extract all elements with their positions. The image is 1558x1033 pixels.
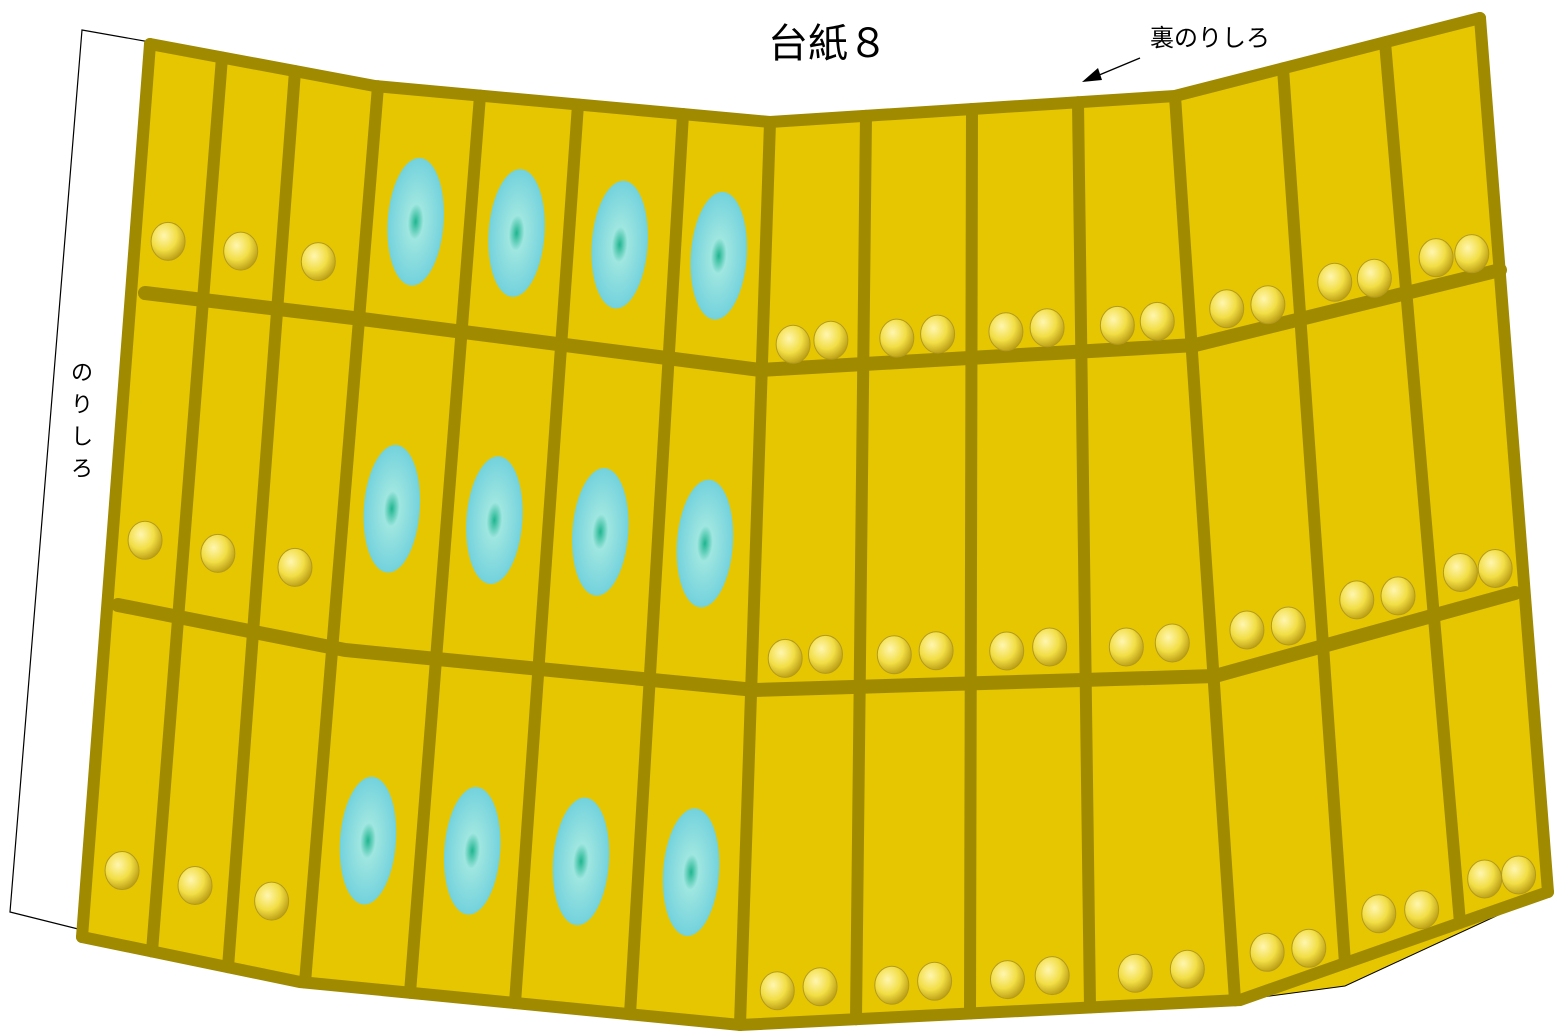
cyan-oval-seed-icon (443, 786, 501, 915)
yellow-bead-icon (802, 967, 838, 1007)
yellow-bead-icon (1418, 238, 1454, 278)
yellow-bead-icon (1291, 928, 1327, 968)
yellow-bead-icon (876, 635, 912, 675)
divider-lines (76, 12, 1554, 1032)
yellow-bead-icon (1361, 894, 1397, 934)
yellow-bead-icon (767, 638, 803, 678)
yellow-bead-icon (1169, 949, 1205, 989)
yellow-bead-icon (813, 320, 849, 360)
row-divider (76, 886, 1554, 1032)
yellow-bead-icon (1099, 305, 1135, 345)
yellow-bead-icon (759, 971, 795, 1011)
yellow-bead-icon (989, 631, 1025, 671)
row-divider (144, 12, 1486, 129)
yellow-bead-icon (879, 318, 915, 358)
yellow-bead-icon (989, 960, 1025, 1000)
yellow-bead-icon (223, 231, 259, 271)
row-divider (138, 263, 1507, 378)
cyan-oval-seed-icon (387, 157, 444, 286)
yellow-bead-icon (1034, 956, 1070, 996)
yellow-bead-icon (1117, 953, 1153, 993)
yellow-bead-icon (1154, 623, 1190, 663)
yellow-bead-icon (1454, 234, 1490, 274)
yellow-bead-icon (104, 851, 140, 891)
column-divider (1474, 12, 1554, 898)
mount-panel (76, 12, 1554, 1032)
yellow-bead-icon (150, 221, 186, 261)
column-divider (404, 89, 486, 999)
cyan-oval-seed-icon (676, 479, 734, 608)
yellow-bead-icon (874, 965, 910, 1005)
page-title: 台紙８ (768, 21, 888, 67)
yellow-bead-icon (1250, 285, 1286, 325)
yellow-bead-icon (1404, 890, 1440, 930)
yellow-bead-icon (1477, 548, 1513, 588)
yellow-bead-icon (920, 314, 956, 354)
column-divider (964, 103, 978, 1020)
cyan-oval-seed-icon (690, 191, 748, 320)
cyan-oval-seed-icon (466, 456, 523, 585)
yellow-bead-icon (807, 634, 843, 674)
cyan-oval-seed-icon (363, 444, 421, 573)
seeds-layer (104, 157, 1537, 1011)
yellow-bead-icon (1317, 262, 1353, 302)
column-divider (850, 109, 872, 1026)
column-divider (1379, 36, 1466, 929)
yellow-bead-icon (1229, 610, 1265, 650)
yellow-bead-icon (1139, 301, 1175, 341)
row-divider (111, 586, 1522, 698)
yellow-bead-icon (200, 533, 236, 573)
column-divider (509, 98, 584, 1010)
yellow-bead-icon (1339, 580, 1375, 620)
column-divider (624, 108, 689, 1021)
yellow-bead-icon (1442, 552, 1478, 592)
yellow-bead-icon (1249, 932, 1285, 972)
cyan-oval-seed-icon (339, 776, 397, 905)
yellow-bead-icon (988, 312, 1024, 352)
column-divider (299, 80, 384, 989)
cyan-oval-seed-icon (662, 808, 720, 937)
column-divider (1169, 90, 1241, 1007)
yellow-bead-icon (918, 631, 954, 671)
column-divider (1277, 62, 1351, 970)
yellow-bead-icon (254, 881, 290, 921)
yellow-bead-icon (127, 520, 163, 560)
yellow-bead-icon (1108, 627, 1144, 667)
yellow-bead-icon (1380, 576, 1416, 616)
yellow-bead-icon (1032, 627, 1068, 667)
side-glue-label: のりしろ (71, 361, 93, 482)
yellow-bead-icon (1029, 308, 1065, 348)
yellow-bead-icon (917, 961, 953, 1001)
yellow-bead-icon (1270, 606, 1306, 646)
back-glue-label: 裏のりしろ (1150, 24, 1270, 52)
cyan-oval-seed-icon (552, 797, 610, 926)
column-divider (1072, 96, 1096, 1014)
yellow-bead-icon (775, 324, 811, 364)
yellow-bead-icon (1356, 258, 1392, 298)
cyan-oval-seed-icon (591, 180, 648, 309)
column-divider (734, 116, 776, 1031)
column-divider (222, 65, 301, 974)
yellow-bead-icon (1501, 855, 1537, 895)
yellow-bead-icon (1467, 859, 1503, 899)
column-divider (76, 38, 156, 943)
cyan-oval-seed-icon (488, 169, 545, 297)
yellow-bead-icon (277, 547, 313, 587)
yellow-bead-icon (1209, 289, 1245, 329)
cyan-oval-seed-icon (572, 468, 629, 596)
column-divider (146, 51, 228, 958)
arrow-icon (1082, 57, 1141, 82)
yellow-bead-icon (300, 242, 336, 282)
panel-fill (82, 18, 1548, 1025)
yellow-bead-icon (177, 865, 213, 905)
